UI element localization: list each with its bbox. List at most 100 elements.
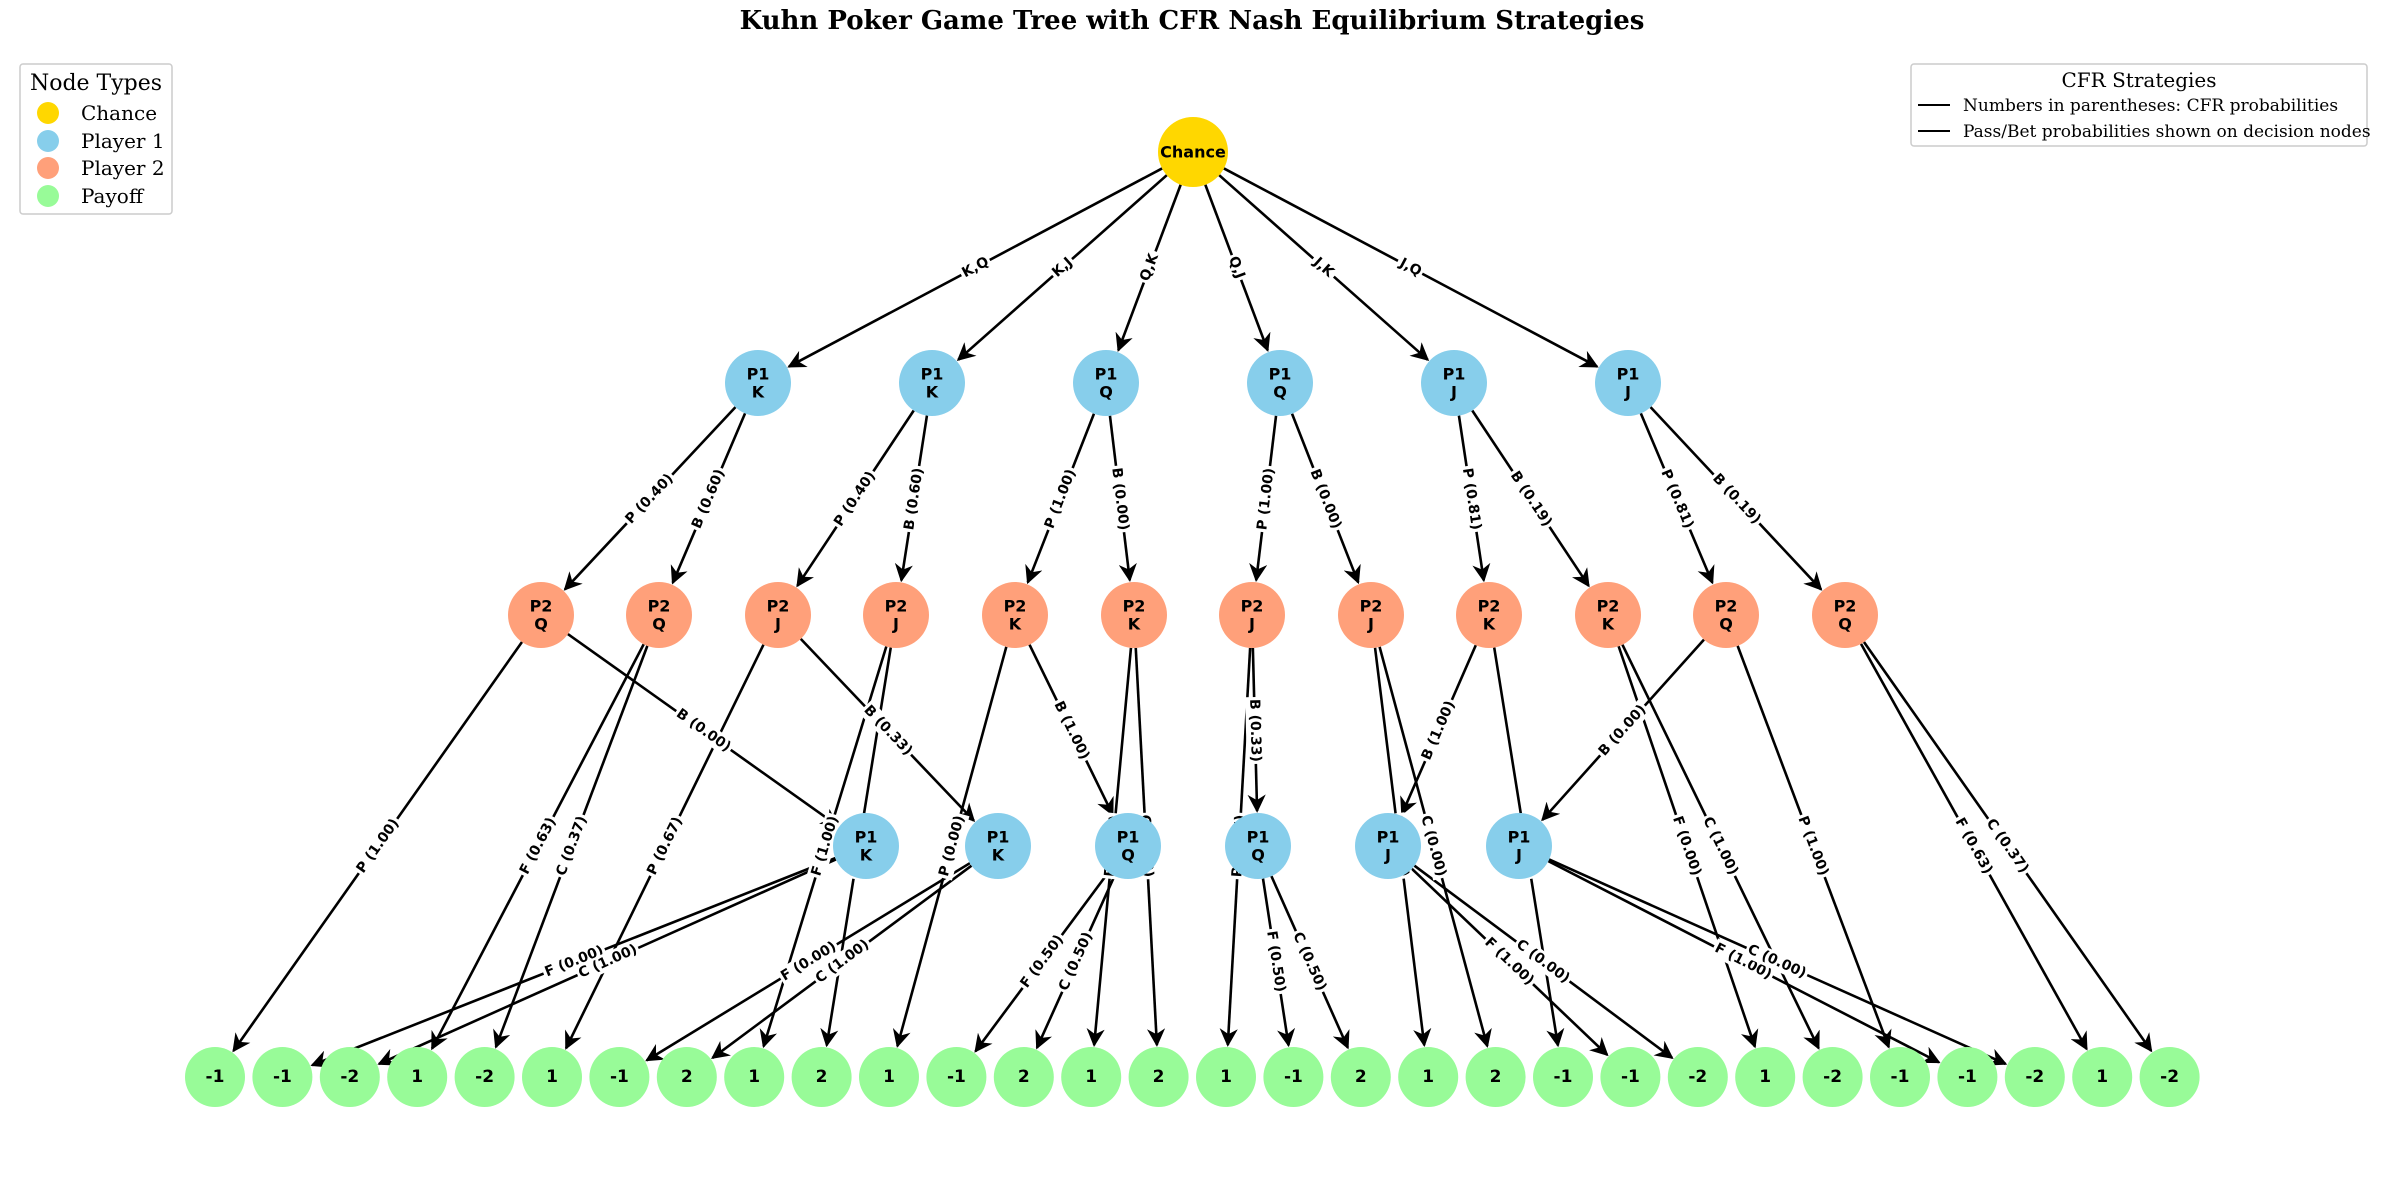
payoff-node-circle bbox=[319, 1047, 380, 1107]
player2-node-label: Q bbox=[652, 615, 666, 634]
edge-label: P (0.81) bbox=[1457, 464, 1486, 534]
edge-label: B (0.00) bbox=[671, 703, 736, 758]
edge-label: F (0.50) bbox=[1261, 927, 1290, 996]
player2-node-circle bbox=[982, 582, 1048, 648]
edge-label-background bbox=[1307, 251, 1340, 284]
payoff-value: -1 bbox=[1621, 1067, 1640, 1087]
payoff-node-circle bbox=[1802, 1047, 1863, 1107]
player1-response-node-label: P1 bbox=[1508, 828, 1531, 847]
payoff-node: -1 bbox=[1600, 1047, 1661, 1107]
payoff-value: -2 bbox=[475, 1067, 494, 1087]
player2-node-label: P2 bbox=[1834, 597, 1857, 616]
legend-item-player2: Player 2 bbox=[81, 156, 165, 180]
payoff-value: 2 bbox=[1018, 1067, 1030, 1087]
payoff-value: 1 bbox=[1085, 1067, 1097, 1087]
player1-node: P1K bbox=[725, 350, 791, 416]
edge-label: P (0.81) bbox=[1655, 464, 1699, 534]
payoff-node-circle bbox=[1600, 1047, 1661, 1107]
player1-swatch-icon bbox=[37, 130, 59, 152]
edge-label-text: P (1.00) bbox=[353, 816, 402, 876]
player2-node-label: P2 bbox=[648, 597, 671, 616]
edge-label-background bbox=[1510, 934, 1575, 989]
player2-node-label: K bbox=[1009, 615, 1022, 634]
edge-label-background bbox=[1135, 248, 1164, 286]
edge-label-text: F (0.63) bbox=[517, 815, 560, 877]
payoff-node: 2 bbox=[656, 1047, 717, 1107]
payoff-node: -1 bbox=[252, 1047, 313, 1107]
player1-response-node-circle bbox=[1486, 813, 1552, 879]
edge-label-text: B (0.33) bbox=[1246, 699, 1264, 762]
edge-label: B (0.00) bbox=[1107, 464, 1133, 534]
payoff-node: 2 bbox=[993, 1047, 1054, 1107]
legend-frame bbox=[19, 63, 173, 215]
strategies-line-1: Numbers in parentheses: CFR probabilitie… bbox=[1963, 96, 2338, 116]
player1-node-label: P1 bbox=[1443, 365, 1466, 384]
player1-response-node-label: P1 bbox=[1117, 828, 1140, 847]
payoff-node-circle bbox=[1061, 1047, 1122, 1107]
payoff-value: 1 bbox=[411, 1067, 423, 1087]
player2-swatch-icon bbox=[37, 157, 59, 179]
edge-label-background bbox=[899, 464, 929, 534]
payoff-node: -1 bbox=[1937, 1047, 1998, 1107]
edge-label-background bbox=[1707, 468, 1766, 530]
edge-label-background bbox=[1980, 813, 2034, 879]
edge-label-background bbox=[1048, 696, 1095, 765]
cfr-strategies-box: CFR Strategies Numbers in parentheses: C… bbox=[1910, 63, 2371, 147]
payoff-node-circle bbox=[1196, 1047, 1256, 1107]
payoff-node-circle bbox=[185, 1047, 245, 1107]
edge-label-text: B (0.00) bbox=[1596, 702, 1650, 760]
edge-label-text: B (1.00) bbox=[1050, 699, 1092, 763]
player2-node-label: P2 bbox=[767, 597, 790, 616]
payoff-node-circle bbox=[252, 1047, 313, 1107]
player2-node-label: Q bbox=[1838, 615, 1852, 634]
edge-label: J,Q bbox=[1393, 252, 1427, 282]
player1-response-node-label: K bbox=[860, 846, 873, 865]
player1-response-node-label: K bbox=[992, 846, 1005, 865]
edge-label: Q,K bbox=[1135, 248, 1164, 286]
legend-title: Node Types bbox=[30, 71, 162, 96]
player1-response-node-label: P1 bbox=[987, 828, 1010, 847]
edge-label-text: B (0.00) bbox=[1108, 467, 1131, 531]
player1-node-label: J bbox=[1450, 383, 1457, 402]
edge-label-text: P (1.00) bbox=[1254, 467, 1277, 531]
player1-response-node-circle bbox=[833, 813, 899, 879]
player2-node-label: Q bbox=[1719, 615, 1733, 634]
edge-label: B (0.60) bbox=[687, 464, 730, 534]
edge-label-background bbox=[514, 812, 562, 880]
payoff-node-circle bbox=[589, 1047, 650, 1107]
edge-label-background bbox=[1415, 811, 1451, 881]
edge-label: B (0.60) bbox=[899, 464, 929, 534]
edge-label-text: B (0.33) bbox=[861, 702, 916, 759]
payoff-node: 1 bbox=[1196, 1047, 1256, 1107]
payoff-value: -1 bbox=[610, 1067, 629, 1087]
payoff-value: 2 bbox=[1355, 1067, 1367, 1087]
payoff-node-circle bbox=[1937, 1047, 1998, 1107]
edge-label: B (1.00) bbox=[1048, 696, 1095, 765]
legend-item-chance: Chance bbox=[81, 101, 157, 125]
edge-label-background bbox=[687, 464, 730, 534]
player2-node: P2J bbox=[1338, 582, 1404, 648]
edge-label: P (0.40) bbox=[829, 466, 881, 532]
edge-label: B (0.33) bbox=[1245, 696, 1265, 765]
edge-label-background bbox=[934, 811, 970, 881]
edge-label-background bbox=[1047, 252, 1078, 283]
edge-label-text: P (0.40) bbox=[831, 469, 879, 530]
edge-label-background bbox=[1245, 696, 1265, 765]
payoff-node: -1 bbox=[589, 1047, 650, 1107]
payoff-node-circle bbox=[993, 1047, 1054, 1107]
player1-response-node-label: J bbox=[1384, 846, 1391, 865]
payoff-node-circle bbox=[1735, 1047, 1796, 1107]
payoff-node-circle bbox=[656, 1047, 717, 1107]
payoff-node: 2 bbox=[1465, 1047, 1526, 1107]
player1-response-node: P1Q bbox=[1095, 813, 1161, 879]
player2-node-label: P2 bbox=[1597, 597, 1620, 616]
player2-node: P2Q bbox=[508, 582, 574, 648]
strategies-line-2: Pass/Bet probabilities shown on decision… bbox=[1963, 122, 2371, 142]
edge-label: P (1.00) bbox=[1792, 811, 1834, 881]
payoff-node-circle bbox=[454, 1047, 515, 1107]
payoff-swatch-icon bbox=[37, 185, 59, 207]
node-types-legend: Node Types Chance Player 1 Player 2 Payo… bbox=[19, 63, 173, 215]
payoff-node: 1 bbox=[1735, 1047, 1796, 1107]
payoff-node-circle bbox=[724, 1047, 785, 1107]
player2-node: P2J bbox=[863, 582, 929, 648]
